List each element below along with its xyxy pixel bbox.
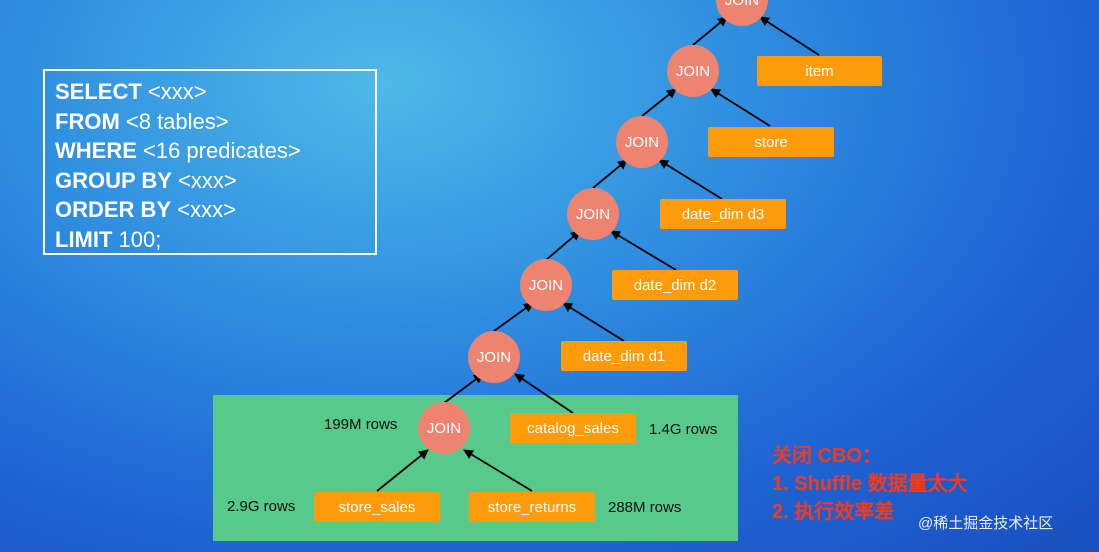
edge-item-join7 [759, 16, 820, 56]
table-date-dim-d2: date_dim d2 [612, 270, 738, 300]
sql-line-where: WHERE <16 predicates> [55, 136, 365, 166]
table-store-returns: store_returns [469, 492, 595, 522]
table-store: store [708, 127, 834, 157]
sql-line-select: SELECT <xxx> [55, 77, 365, 107]
sql-keyword: LIMIT [55, 226, 113, 252]
note-line-2: 2. 执行效率差 [772, 501, 895, 523]
sql-text: <xxx> [141, 79, 207, 104]
table-item: item [757, 56, 882, 86]
rows-store-sales: 2.9G rows [227, 498, 296, 515]
sql-text: <xxx> [171, 167, 237, 193]
note-line-title: 关闭 CBO： [772, 445, 882, 467]
rows-catalog-sales: 1.4G rows [649, 421, 718, 438]
edge-d3-join5 [658, 159, 723, 200]
edge-join5-join6 [641, 88, 677, 117]
join-node-4: JOIN [567, 188, 619, 240]
sql-query-box: SELECT <xxx> FROM <8 tables> WHERE <16 p… [43, 69, 377, 255]
edge-store-join6 [710, 88, 771, 127]
sql-text: <8 tables> [119, 108, 229, 134]
edge-d1-join3 [562, 302, 625, 342]
sql-keyword: GROUP BY [55, 167, 172, 193]
sql-keyword: SELECT [55, 79, 142, 104]
edge-storereturns-join1 [463, 449, 533, 492]
edge-join6-join7 [692, 16, 728, 46]
join-node-3: JOIN [520, 259, 572, 311]
table-date-dim-d3: date_dim d3 [660, 199, 786, 229]
edge-catalog-join2 [514, 373, 574, 414]
edge-join4-join5 [592, 159, 628, 189]
edge-join2-join3 [493, 302, 534, 332]
cbo-off-note: 关闭 CBO： 1. Shuffle 数据量太大 2. 执行效率差 [772, 442, 968, 526]
rows-join-output: 199M rows [324, 416, 398, 433]
table-store-sales: store_sales [314, 492, 440, 522]
join-node-5: JOIN [616, 116, 668, 168]
sql-text: <xxx> [171, 197, 236, 222]
join-node-1: JOIN [418, 402, 470, 454]
sql-line-from: FROM <8 tables> [55, 107, 365, 137]
sql-line-order-by: ORDER BY <xxx> [55, 195, 365, 225]
edge-d2-join4 [610, 230, 677, 271]
sql-keyword: ORDER BY [55, 197, 172, 222]
sql-line-limit: LIMIT 100; [55, 225, 365, 255]
join-node-6: JOIN [667, 45, 719, 97]
sql-keyword: WHERE [55, 138, 137, 163]
table-catalog-sales: catalog_sales [510, 413, 636, 443]
edge-join3-join4 [545, 230, 581, 261]
edge-storesales-join1 [376, 449, 429, 492]
edge-join1-join2 [443, 373, 484, 404]
watermark-footer: @稀土掘金技术社区 [918, 515, 1054, 532]
sql-text: <16 predicates> [136, 138, 301, 163]
sql-text: 100; [112, 226, 162, 252]
join-node-2: JOIN [468, 331, 520, 383]
sql-line-group-by: GROUP BY <xxx> [55, 166, 365, 196]
table-date-dim-d1: date_dim d1 [561, 341, 687, 371]
sql-keyword: FROM [55, 108, 120, 134]
rows-store-returns: 288M rows [608, 499, 682, 516]
note-line-1: 1. Shuffle 数据量太大 [772, 473, 968, 495]
